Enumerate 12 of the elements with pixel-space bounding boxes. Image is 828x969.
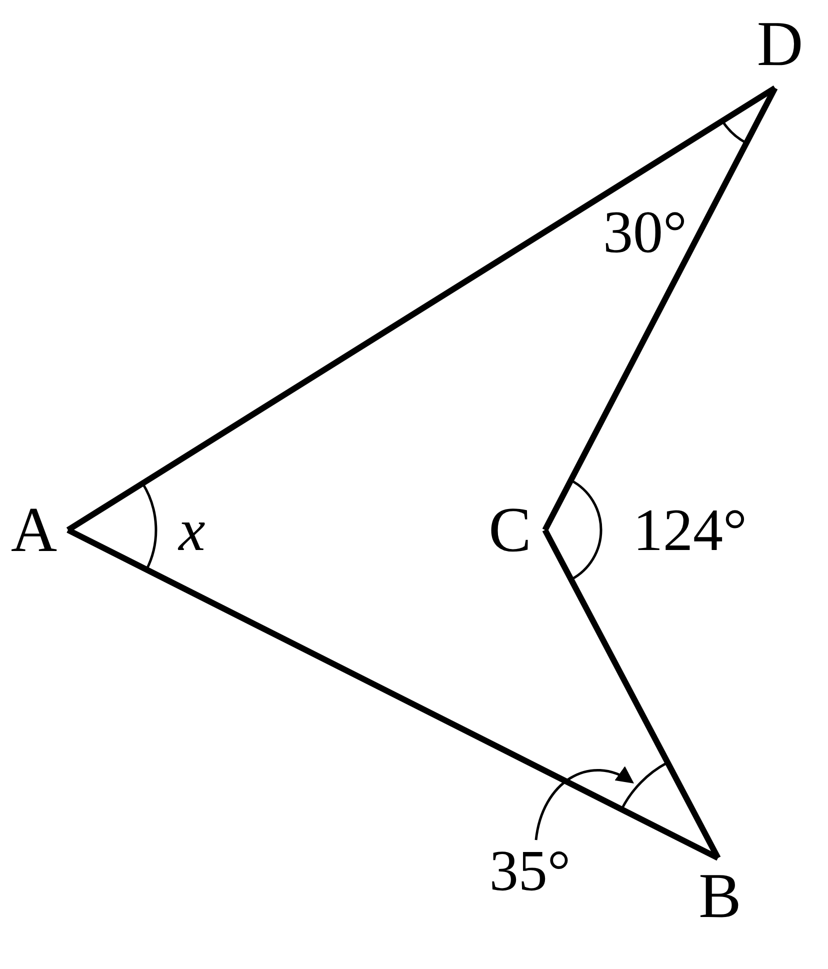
leader-arrow (534, 766, 634, 840)
triangle-side (66, 527, 720, 861)
vertex-label: B (698, 864, 742, 928)
triangle-side (542, 528, 721, 860)
angle-label: 124° (633, 500, 747, 560)
angle-label: 35° (489, 842, 571, 900)
angle-label: 30° (603, 202, 687, 262)
triangle-side (542, 86, 778, 532)
vertex-label: A (10, 498, 58, 562)
vertex-label: D (756, 12, 804, 76)
angle-label: x (178, 500, 206, 560)
vertex-label: C (488, 498, 532, 562)
